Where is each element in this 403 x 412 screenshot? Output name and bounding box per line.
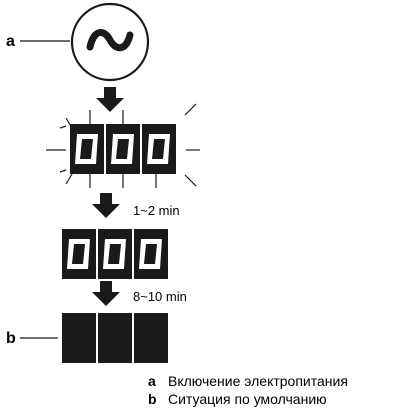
legend: a Включение электропитания b Ситуация по… [148, 373, 348, 407]
callout-a: a [6, 33, 15, 50]
display-steady [62, 229, 168, 279]
down-arrow-icon [96, 87, 124, 112]
digit-block [62, 229, 96, 279]
down-arrow-icon [92, 281, 120, 306]
power-on-icon [70, 2, 150, 82]
legend-key-b: b [148, 391, 157, 407]
display-blinking [46, 103, 200, 188]
display-off [62, 313, 168, 363]
digit-block [98, 229, 132, 279]
digit-block [134, 313, 168, 363]
wait-time-label: 8~10 min [133, 289, 187, 304]
digit-block [142, 124, 176, 174]
digit-block [106, 124, 140, 174]
legend-text-a: Включение электропитания [168, 373, 348, 389]
legend-text-b: Ситуация по умолчанию [168, 391, 327, 407]
blink-rays [46, 103, 200, 188]
legend-key-a: a [148, 373, 156, 389]
callout-b: b [6, 330, 16, 347]
digit-block [134, 229, 168, 279]
digit-block [62, 313, 96, 363]
digit-block [70, 124, 104, 174]
digit-block [98, 313, 132, 363]
down-arrow-icon [92, 193, 120, 218]
wait-time-label: 1~2 min [133, 203, 180, 218]
